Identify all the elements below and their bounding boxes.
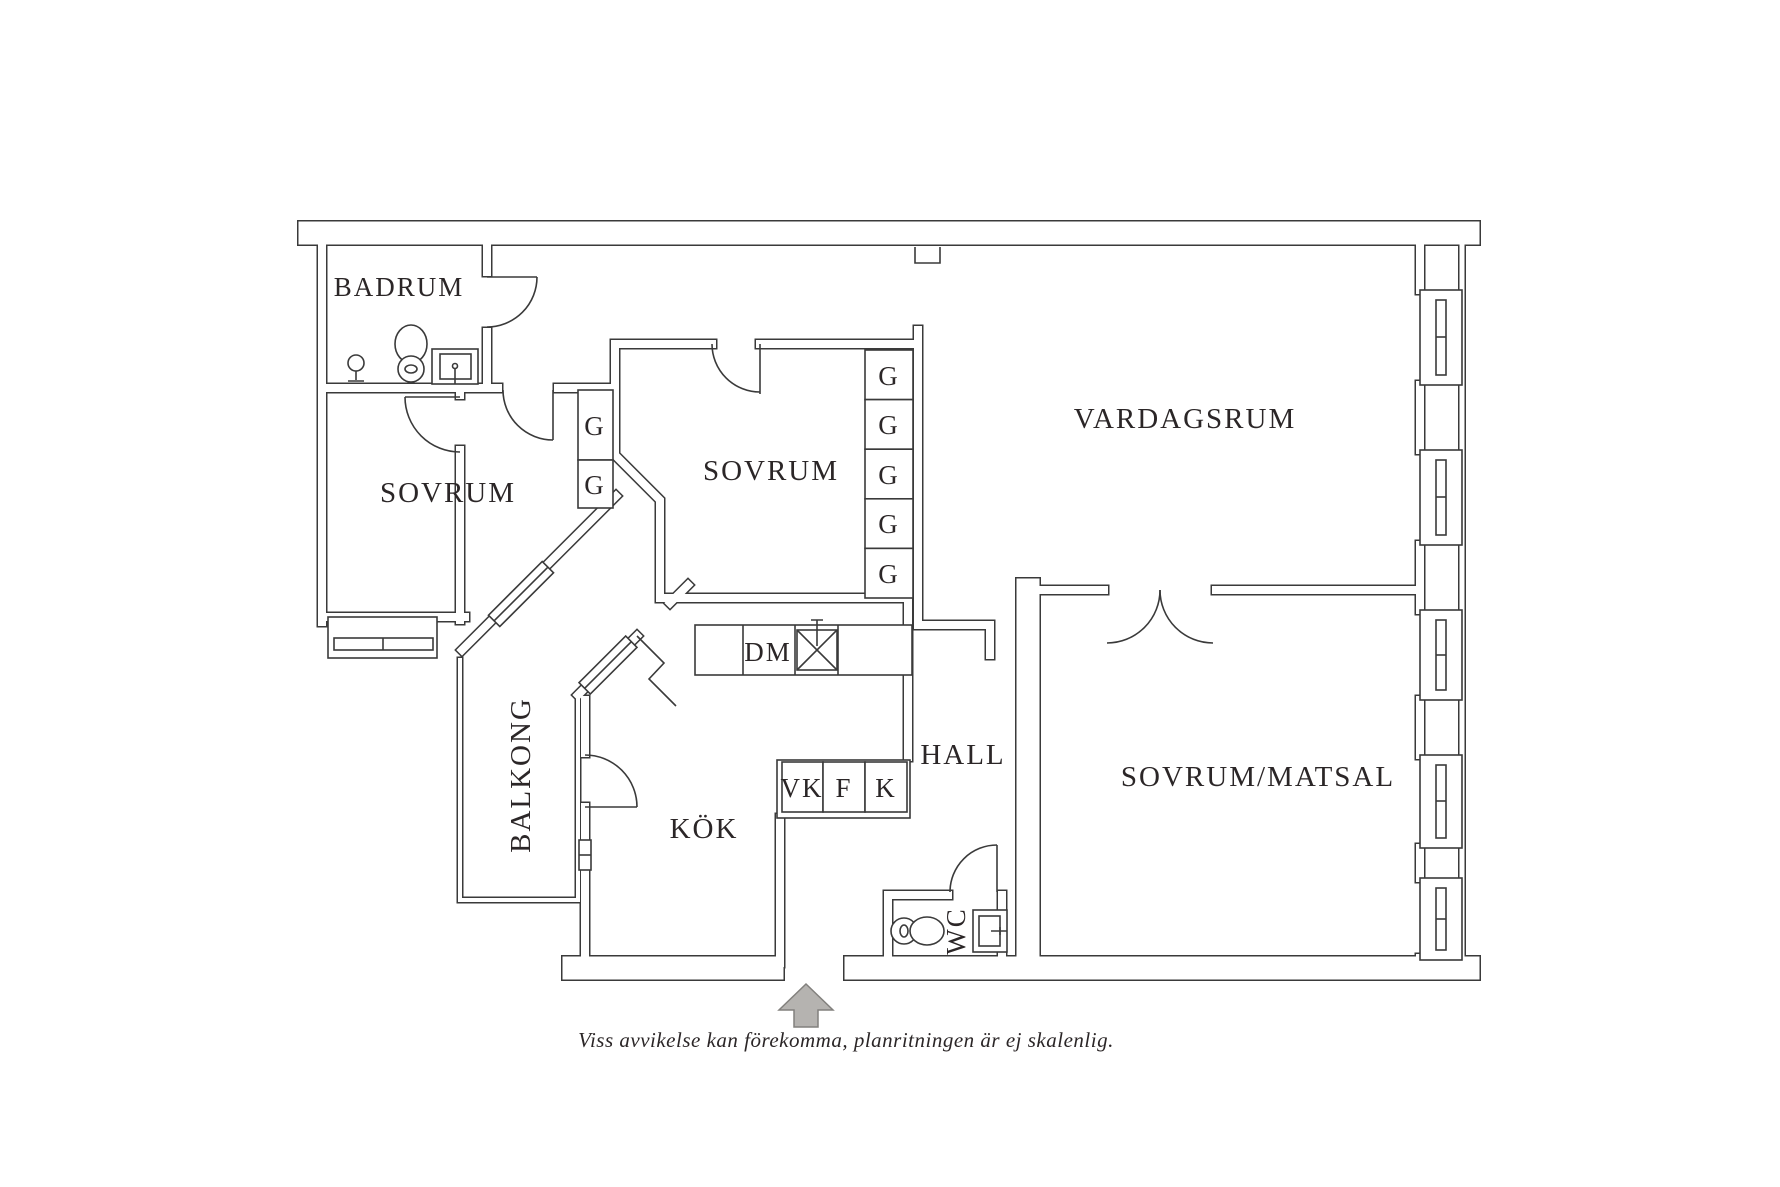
- window-icon: [1419, 754, 1463, 849]
- door-wc: [949, 844, 998, 893]
- window-icon: [327, 616, 438, 659]
- window-icon: [1419, 877, 1463, 961]
- dishwasher-label: DM: [744, 637, 792, 667]
- kitchen-sink-icon: [796, 619, 838, 671]
- window-icon: [577, 634, 639, 696]
- window-icon: [1419, 609, 1463, 701]
- disclaimer-caption: Viss avvikelse kan förekomma, planritnin…: [578, 1028, 1114, 1052]
- entrance-arrow-icon: [777, 982, 835, 1028]
- door-double-sovrum-matsal: [1106, 589, 1214, 644]
- wardrobe-label: G: [878, 361, 900, 391]
- room-label-hall: HALL: [920, 739, 1005, 771]
- window-icon: [1419, 449, 1463, 546]
- door-inner-hall: [502, 389, 554, 441]
- wc-sink-icon: [972, 909, 1008, 953]
- wardrobe-label: G: [878, 509, 900, 539]
- pedestal-icon: [347, 354, 365, 382]
- badrum-fixtures: [347, 324, 479, 385]
- window-icon: [1419, 289, 1463, 386]
- wardrobe-label: G: [878, 460, 900, 490]
- wardrobe-label: G: [878, 410, 900, 440]
- walls-white-core: [298, 221, 1480, 980]
- cabinet-label-k: K: [875, 773, 897, 803]
- room-label-badrum: BADRUM: [334, 272, 465, 302]
- wardrobe-stack: [864, 349, 914, 599]
- toilet-icon: [394, 324, 428, 383]
- wall-notch: [914, 247, 941, 264]
- room-label-kok: KÖK: [670, 813, 739, 845]
- window-icon: [487, 560, 555, 628]
- room-label-sovrum-matsal: SOVRUM/MATSAL: [1121, 761, 1395, 793]
- window-bays-right: [1419, 289, 1463, 961]
- room-label-vardagsrum: VARDAGSRUM: [1074, 403, 1297, 435]
- room-label-sovrum-left: SOVRUM: [380, 477, 516, 509]
- cabinet-row: [776, 759, 911, 819]
- wardrobe-column: [577, 389, 614, 509]
- kitchen-counter: [694, 619, 913, 676]
- bathroom-sink-icon: [431, 348, 479, 385]
- wc-fixtures: [890, 909, 1008, 953]
- wardrobe-labels: G G G G G G G: [584, 361, 900, 589]
- room-labels: BADRUM SOVRUM SOVRUM VARDAGSRUM SOVRUM/M…: [334, 272, 1395, 955]
- door-badrum: [486, 276, 538, 328]
- doors: [404, 276, 1214, 893]
- cabinet-label-f: F: [835, 773, 852, 803]
- wardrobe-label: G: [584, 411, 606, 441]
- wardrobe-label: G: [584, 470, 606, 500]
- kitchen-labels: DM VK F K: [744, 637, 897, 803]
- door-balkong: [584, 754, 638, 808]
- room-label-sovrum-mid: SOVRUM: [703, 455, 839, 487]
- door-sovrum-left: [404, 396, 461, 453]
- door-sovrum-mid: [711, 343, 761, 394]
- window-icon: [578, 839, 592, 871]
- room-label-wc: WC: [941, 907, 971, 955]
- cabinet-label-vk: VK: [781, 773, 824, 803]
- toilet-icon: [890, 916, 945, 946]
- door-fold-kok: [636, 635, 677, 707]
- room-label-balkong: BALKONG: [505, 697, 537, 853]
- wardrobe-label: G: [878, 559, 900, 589]
